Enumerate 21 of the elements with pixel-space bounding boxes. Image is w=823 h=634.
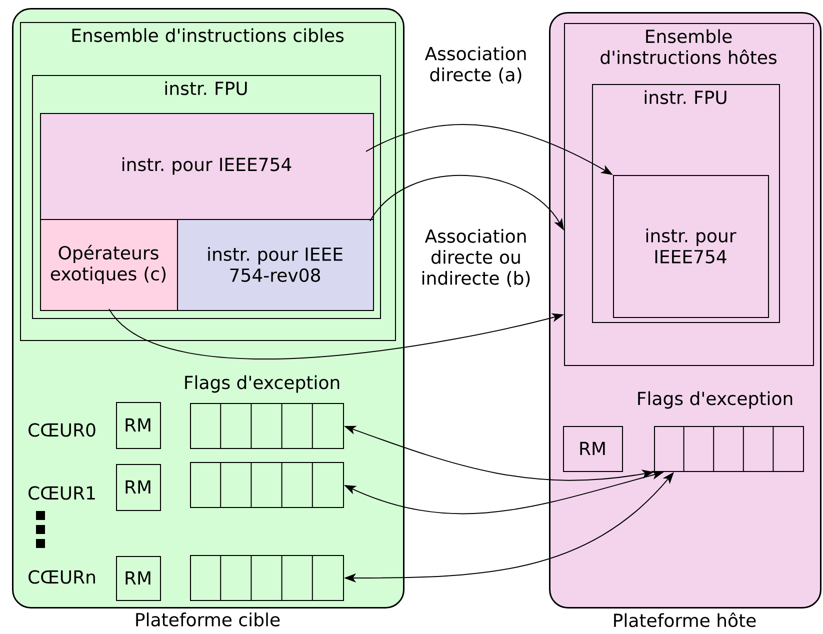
core-label: CŒUR1 xyxy=(28,486,95,500)
flag-register xyxy=(190,402,344,449)
flag-register xyxy=(190,461,344,508)
instruction-box: instr. pour IEEE754 xyxy=(40,113,374,220)
flag-register xyxy=(654,426,804,472)
core-label: CŒUR0 xyxy=(28,423,96,437)
operator-box: Opérateurs exotiques (c) xyxy=(40,218,178,311)
node-label: Plateforme cible xyxy=(136,612,280,626)
rm-box: RM xyxy=(563,426,623,472)
edge-label: Association directe ou indirecte (b) xyxy=(410,228,542,288)
core-label: CŒURn xyxy=(28,570,95,584)
flags-label: Flags d'exception xyxy=(185,375,340,393)
flag-register xyxy=(190,554,344,601)
instruction-box: instr. pour IEEE 754-rev08 xyxy=(177,218,374,311)
node-label: Plateforme hôte xyxy=(614,612,756,628)
flags-label: Flags d'exception xyxy=(638,391,792,409)
rm-box: RM xyxy=(116,556,161,601)
rm-box: RM xyxy=(116,402,161,449)
rm-box: RM xyxy=(116,464,161,511)
edge-label: Association directe (a) xyxy=(410,45,542,85)
instruction-box: instr. pour IEEE754 xyxy=(613,175,769,318)
